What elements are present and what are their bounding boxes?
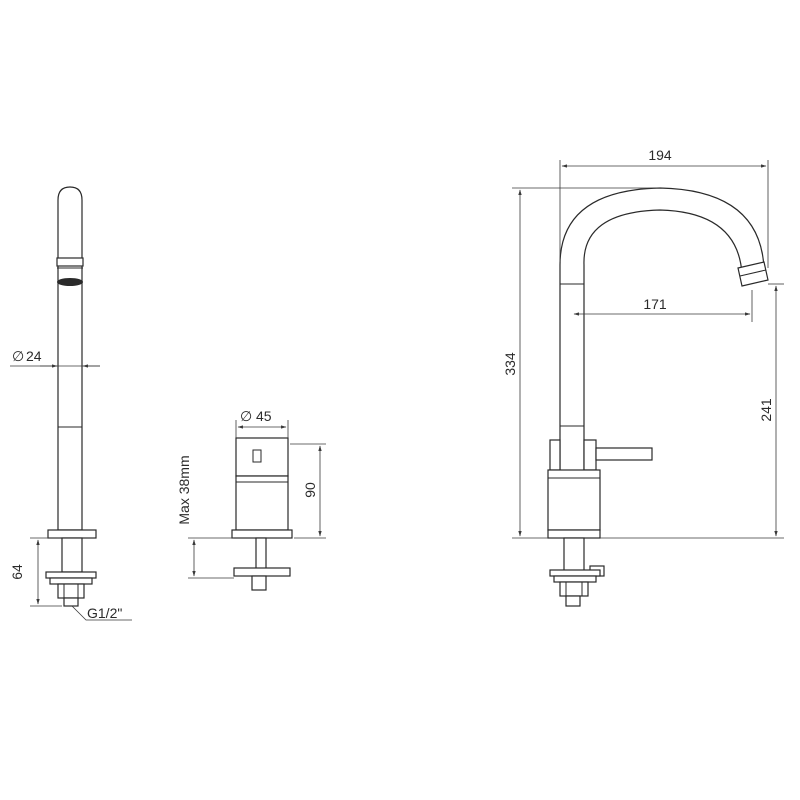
diameter-symbol: ∅ — [240, 408, 252, 424]
front-thread — [565, 595, 581, 607]
handle-lock-nut — [233, 567, 291, 577]
diameter-symbol: ∅ — [12, 348, 24, 364]
front-lever-handle — [595, 447, 653, 461]
front-body-left — [549, 439, 561, 471]
side-thread — [63, 597, 79, 607]
front-spout-reach-label: 171 — [643, 296, 667, 312]
side-base-plate — [47, 529, 97, 539]
handle-height-label: 90 — [302, 482, 318, 498]
side-aerator — [56, 257, 84, 267]
side-nut — [57, 583, 85, 599]
handle-spindle — [255, 537, 267, 571]
handle-indicator — [252, 449, 262, 463]
handle-view: ∅ 45 90 Max 38mm — [176, 408, 326, 591]
front-washer — [549, 569, 601, 577]
side-shank — [61, 537, 83, 573]
front-height-label: 334 — [502, 352, 518, 376]
side-diameter-label: 24 — [26, 348, 42, 364]
side-thread-label: G1/2" — [87, 605, 122, 621]
side-height-label: 64 — [9, 564, 25, 580]
handle-diameter-label: 45 — [256, 408, 272, 424]
front-spout-height-label: 241 — [758, 398, 774, 422]
side-aerator-outlet — [57, 278, 83, 286]
front-body-right — [583, 439, 597, 471]
front-shank — [563, 537, 585, 573]
handle-base-plate — [231, 529, 293, 539]
side-spout-tube — [57, 186, 83, 531]
front-reach-label: 194 — [648, 147, 672, 163]
front-aerator — [737, 261, 769, 287]
handle-body — [235, 475, 289, 531]
front-body-lower — [547, 469, 601, 531]
side-view: ∅ 24 64 G1/2" — [9, 186, 132, 621]
front-base-plate — [547, 529, 601, 539]
handle-cap — [235, 437, 289, 477]
side-washer — [45, 571, 97, 579]
front-view: 194 334 171 241 — [502, 147, 784, 607]
handle-spindle-end — [251, 575, 267, 591]
handle-max-label: Max 38mm — [176, 455, 192, 524]
front-nut — [559, 581, 589, 597]
